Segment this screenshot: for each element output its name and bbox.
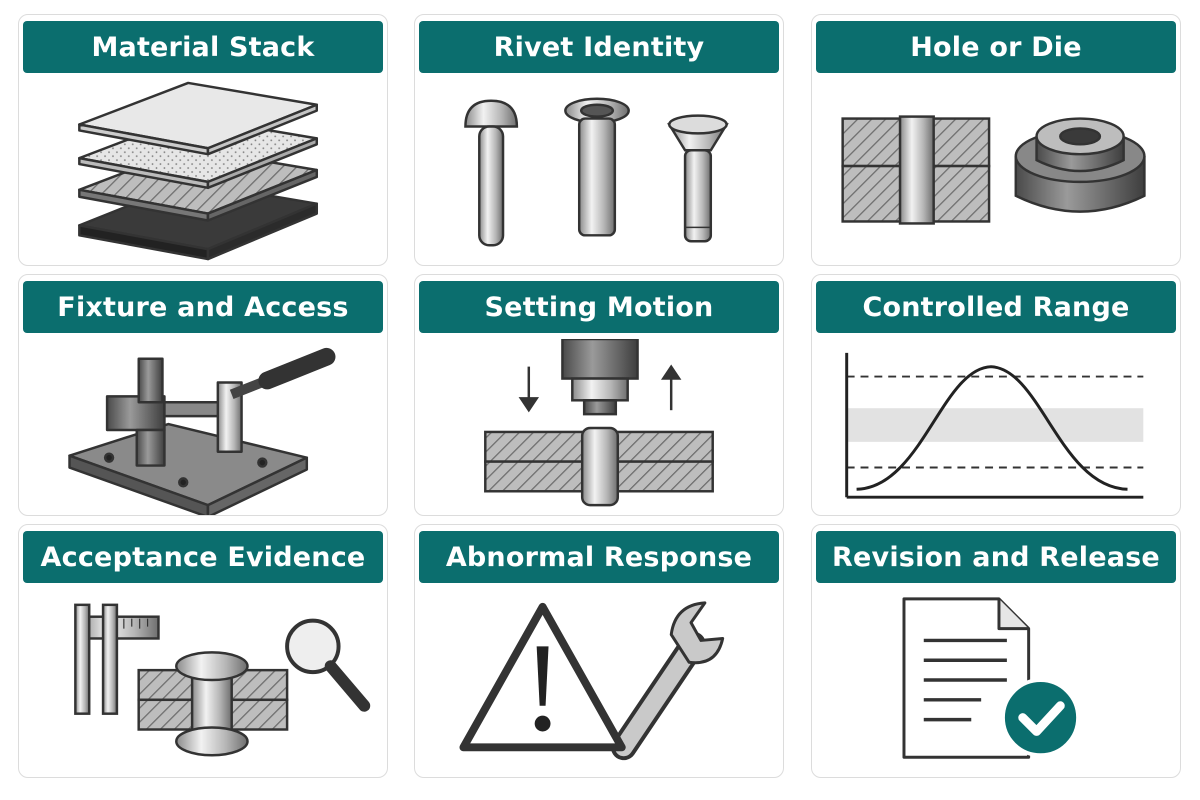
rivet-types-icon bbox=[415, 79, 783, 265]
panel-title: Acceptance Evidence bbox=[40, 541, 366, 573]
bell-curve-range-icon bbox=[812, 339, 1180, 515]
panel-banner: Acceptance Evidence bbox=[23, 531, 383, 583]
approved-document-icon bbox=[812, 589, 1180, 777]
panel-title: Controlled Range bbox=[862, 291, 1130, 323]
panel-title: Setting Motion bbox=[484, 291, 714, 323]
panel-banner: Setting Motion bbox=[419, 281, 779, 333]
panel-rivet-identity: Rivet Identity bbox=[414, 14, 784, 266]
panel-banner: Revision and Release bbox=[816, 531, 1176, 583]
panel-banner: Material Stack bbox=[23, 21, 383, 73]
panel-banner: Hole or Die bbox=[816, 21, 1176, 73]
panel-abnormal-response: Abnormal Response bbox=[414, 524, 784, 778]
warning-wrench-icon bbox=[415, 589, 783, 777]
toggle-clamp-fixture-icon bbox=[19, 339, 387, 515]
panel-title: Revision and Release bbox=[832, 541, 1160, 573]
panel-revision-and-release: Revision and Release bbox=[811, 524, 1181, 778]
panel-fixture-and-access: Fixture and Access bbox=[18, 274, 388, 516]
panel-banner: Controlled Range bbox=[816, 281, 1176, 333]
panel-setting-motion: Setting Motion bbox=[414, 274, 784, 516]
material-stack-icon bbox=[19, 79, 387, 265]
panel-title: Material Stack bbox=[91, 31, 315, 63]
panel-hole-or-die: Hole or Die bbox=[811, 14, 1181, 266]
panel-acceptance-evidence: Acceptance Evidence bbox=[18, 524, 388, 778]
panel-banner: Fixture and Access bbox=[23, 281, 383, 333]
panel-title: Fixture and Access bbox=[57, 291, 349, 323]
rivet-setting-tool-icon bbox=[415, 339, 783, 515]
hole-and-die-icon bbox=[812, 79, 1180, 265]
panel-title: Abnormal Response bbox=[445, 541, 753, 573]
caliper-magnifier-inspection-icon bbox=[19, 589, 387, 777]
panel-title: Hole or Die bbox=[910, 31, 1082, 63]
panel-banner: Abnormal Response bbox=[419, 531, 779, 583]
panel-banner: Rivet Identity bbox=[419, 21, 779, 73]
panel-material-stack: Material Stack bbox=[18, 14, 388, 266]
panel-controlled-range: Controlled Range bbox=[811, 274, 1181, 516]
panel-title: Rivet Identity bbox=[493, 31, 705, 63]
